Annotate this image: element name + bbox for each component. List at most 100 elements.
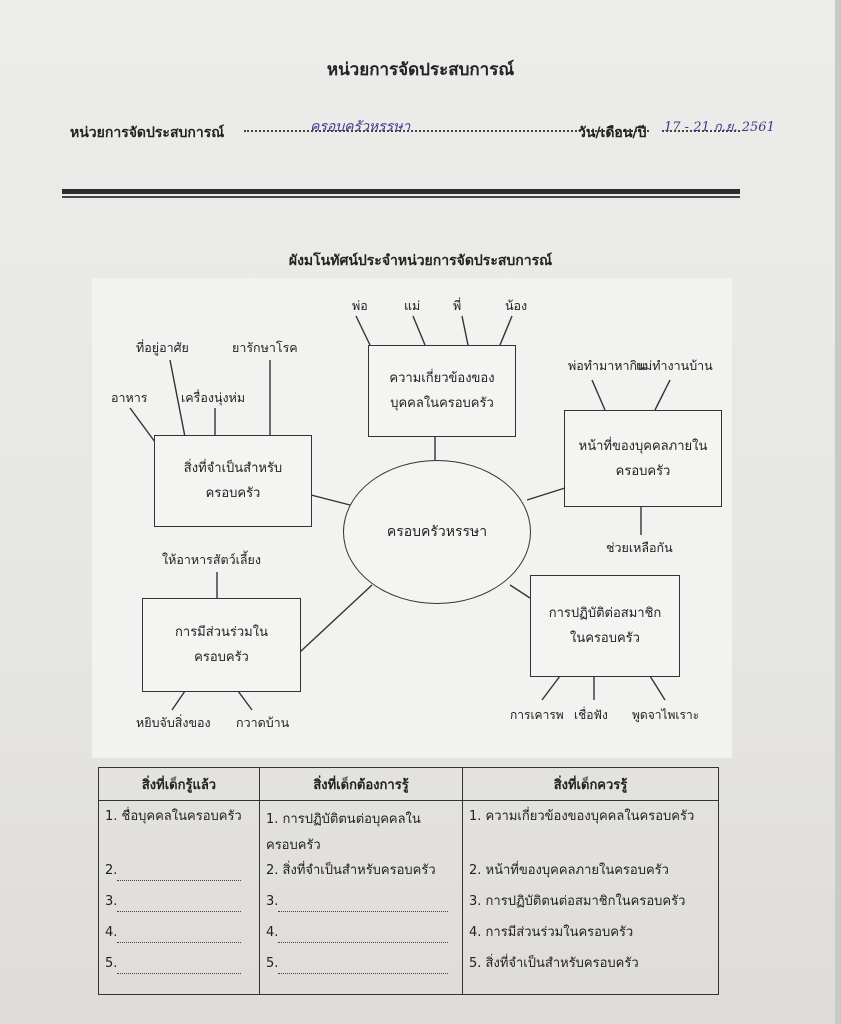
want-item-3: 3. (266, 892, 456, 923)
leaf-line-mother-home (654, 379, 671, 411)
should-item-5: 5. สิ่งที่จำเป็นสำหรับครอบครัว (469, 956, 639, 971)
connector-duties (526, 487, 566, 501)
leaf-feed-pets: ให้อาหารสัตว์เลี้ยง (162, 552, 261, 567)
known-item-5: 5. (105, 954, 253, 985)
leaf-shelter: ที่อยู่อาศัย (136, 340, 189, 355)
leaf-obey: เชื่อฟัง (574, 708, 608, 722)
leaf-line-food (129, 407, 156, 443)
want-item-4: 4. (266, 923, 456, 954)
known-item-3: 3. (105, 892, 253, 923)
leaf-help-each-other: ช่วยเหลือกัน (606, 540, 673, 555)
connector-conduct (509, 584, 531, 599)
kwl-table: สิ่งที่เด็กรู้แล้ว สิ่งที่เด็กต้องการรู้… (98, 767, 719, 995)
known-item-5-num: 5. (105, 956, 118, 971)
want-item-2: 2. สิ่งที่จำเป็นสำหรับครอบครัว (266, 863, 436, 878)
leaf-younger-sibling: น้อง (505, 298, 528, 313)
should-item-1: 1. ความเกี่ยวข้องของบุคคลในครอบครัว (469, 809, 695, 824)
leaf-line-younger (499, 315, 513, 346)
leaf-father-work: พ่อทำมาหากิน (568, 358, 646, 373)
known-item-4: 4. (105, 923, 253, 954)
leaf-line-shelter (169, 359, 186, 438)
leaf-line-father (355, 315, 371, 346)
header-want: สิ่งที่เด็กต้องการรู้ (259, 767, 463, 801)
known-item-2-num: 2. (105, 863, 118, 878)
topic-conduct-line2: ในครอบครัว (570, 631, 640, 646)
known-item-1: 1. ชื่อบุคคลในครอบครัว (105, 809, 242, 824)
kwl-header-row: สิ่งที่เด็กรู้แล้ว สิ่งที่เด็กต้องการรู้… (98, 767, 719, 801)
want-item-1: 1. การปฏิบัติตนต่อบุคคลใน ครอบครัว (266, 812, 421, 853)
topic-participation-box: การมีส่วนร่วมใน ครอบครัว (142, 598, 301, 692)
topic-relations-line2: บุคคลในครอบครัว (390, 396, 494, 411)
known-item-3-dots (117, 897, 242, 912)
header-should: สิ่งที่เด็กควรรู้ (462, 767, 719, 801)
page-edge (835, 0, 841, 1024)
leaf-line-polite (649, 675, 666, 701)
unit-handwritten-value: ครอบครัวหรรษา (310, 119, 411, 135)
unit-label: หน่วยการจัดประสบการณ์ (70, 125, 225, 141)
known-item-5-dots (117, 959, 242, 974)
center-concept: ครอบครัวหรรษา (343, 460, 531, 604)
topic-duties-line2: ครอบครัว (615, 463, 671, 479)
leaf-older-sibling: พี่ (453, 298, 462, 313)
diagram-caption: ผังมโนทัศน์ประจำหน่วยการจัดประสบการณ์ (288, 253, 553, 269)
known-item-4-dots (117, 928, 242, 943)
leaf-father: พ่อ (352, 298, 368, 313)
connector-participation (299, 584, 373, 653)
want-item-5: 5. (266, 954, 456, 985)
should-item-4: 4. การมีส่วนร่วมในครอบครัว (469, 925, 634, 940)
page-title: หน่วยการจัดประสบการณ์ (326, 60, 515, 80)
known-column: 1. ชื่อบุคคลในครอบครัว 2. 3. 4. 5. (98, 800, 260, 995)
leaf-medicine: ยารักษาโรค (232, 340, 298, 355)
unit-dotted-line (244, 130, 649, 132)
want-item-5-num: 5. (266, 956, 279, 971)
header-known: สิ่งที่เด็กรู้แล้ว (98, 767, 260, 801)
should-item-2: 2. หน้าที่ของบุคคลภายในครอบครัว (469, 863, 669, 878)
leaf-mother: แม่ (404, 298, 421, 313)
leaf-line-mother (412, 315, 426, 346)
leaf-polite-speech: พูดจาไพเราะ (632, 708, 700, 722)
leaf-clothing: เครื่องนุ่งห่ม (181, 390, 246, 405)
date-handwritten-value: 17 - 21 ก.ย. 2561 (664, 120, 775, 135)
leaf-mother-home: แม่ทำงานบ้าน (636, 358, 713, 373)
known-item-4-num: 4. (105, 925, 118, 940)
topic-conduct-line1: การปฏิบัติต่อสมาชิก (548, 606, 662, 621)
known-item-3-num: 3. (105, 894, 118, 909)
topic-needs-line2: ครอบครัว (205, 486, 261, 501)
topic-participation-line1: การมีส่วนร่วมใน (175, 625, 268, 640)
leaf-pick-things: หยิบจับสิ่งของ (136, 715, 211, 730)
leaf-line-sibling (461, 315, 469, 346)
unit-row: หน่วยการจัดประสบการณ์ ครอบครัวหรรษา วัน/… (70, 119, 775, 144)
should-column: 1. ความเกี่ยวข้องของบุคคลในครอบครัว 2. ห… (462, 800, 719, 995)
topic-relations-box: ความเกี่ยวข้องของ บุคคลในครอบครัว (368, 345, 516, 437)
date-label: วัน/เดือน/ปี (578, 125, 647, 141)
topic-conduct-box: การปฏิบัติต่อสมาชิก ในครอบครัว (530, 575, 680, 677)
topic-relations-line1: ความเกี่ยวข้องของ (389, 371, 495, 386)
known-item-2: 2. (105, 861, 253, 892)
want-item-4-num: 4. (266, 925, 279, 940)
topic-participation-line2: ครอบครัว (194, 650, 249, 665)
header-rule-thin (62, 196, 740, 198)
leaf-sweep-house: กวาดบ้าน (236, 715, 290, 730)
topic-duties-line1: หน้าที่ของบุคคลภายใน (578, 438, 708, 454)
connector-needs (310, 494, 351, 506)
leaf-respect: การเคารพ (510, 708, 564, 722)
topic-duties-box: หน้าที่ของบุคคลภายใน ครอบครัว (564, 410, 722, 507)
date-dotted-line (662, 130, 740, 132)
want-item-5-dots (278, 959, 449, 974)
known-item-2-dots (117, 866, 242, 881)
should-item-3: 3. การปฏิบัติตนต่อสมาชิกในครอบครัว (469, 894, 686, 909)
leaf-food: อาหาร (111, 390, 148, 405)
leaf-line-father-work (591, 379, 606, 411)
topic-needs-box: สิ่งที่จำเป็นสำหรับ ครอบครัว (154, 435, 312, 527)
topic-needs-line1: สิ่งที่จำเป็นสำหรับ (183, 461, 283, 476)
header-rule-thick (62, 189, 740, 194)
want-column: 1. การปฏิบัติตนต่อบุคคลใน ครอบครัว 2. สิ… (259, 800, 463, 995)
leaf-line-respect (541, 675, 561, 701)
kwl-body-row: 1. ชื่อบุคคลในครอบครัว 2. 3. 4. 5. 1. กา… (98, 800, 719, 995)
leaf-line-pick (171, 690, 186, 711)
want-item-3-num: 3. (266, 894, 279, 909)
leaf-line-sweep (237, 690, 253, 711)
want-item-4-dots (278, 928, 449, 943)
